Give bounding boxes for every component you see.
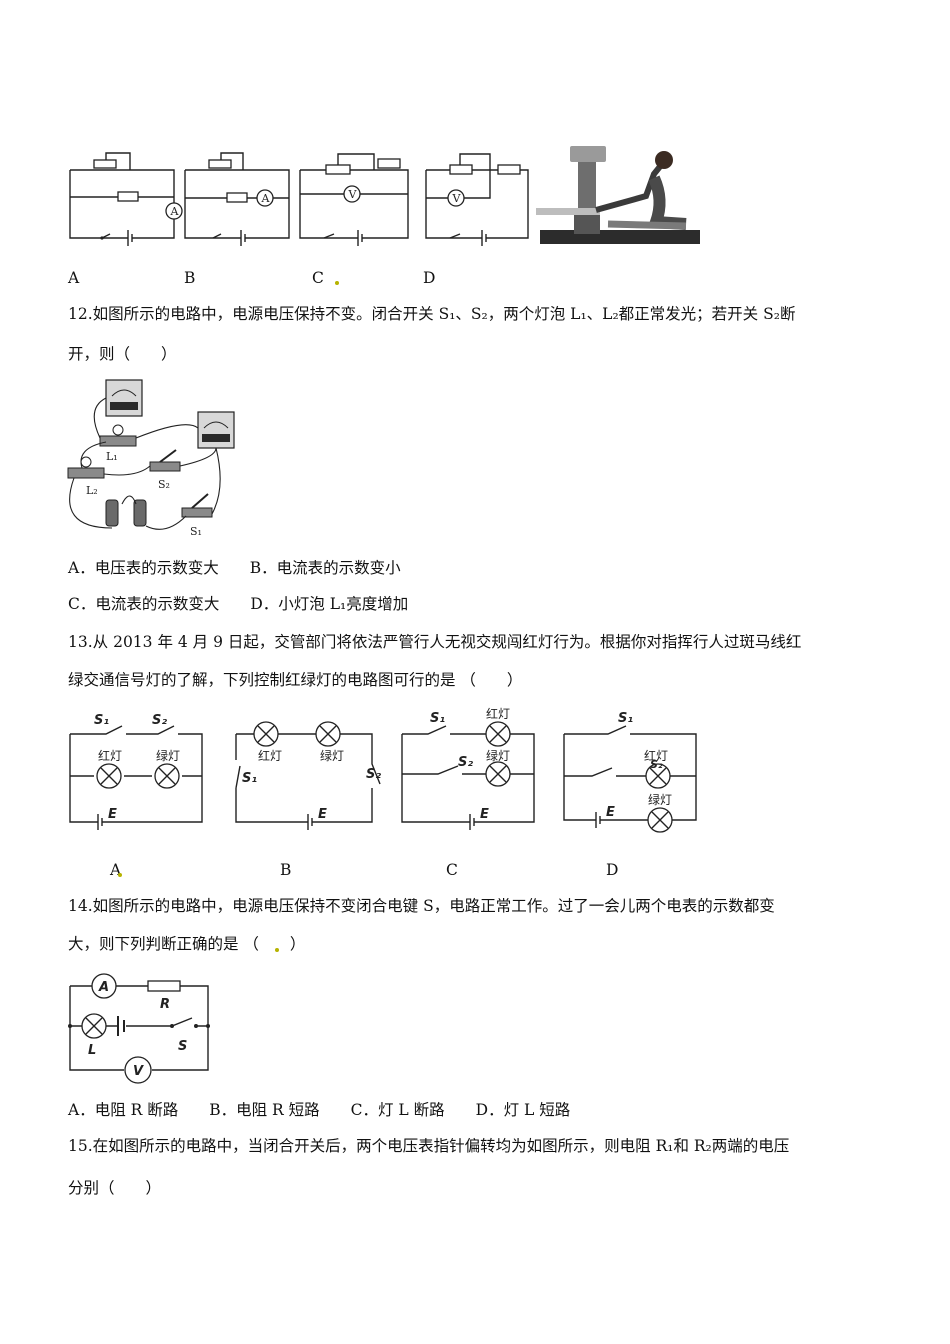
- svg-text:E: E: [606, 805, 615, 820]
- svg-text:S: S: [178, 1039, 187, 1054]
- q12-choices-row2[interactable]: C．电流表的示数变大 D．小灯泡 L₁亮度增加: [68, 595, 409, 613]
- svg-text:S₁: S₁: [94, 713, 109, 728]
- svg-text:R: R: [160, 997, 170, 1012]
- svg-text:A: A: [261, 192, 271, 205]
- svg-text:S₁: S₁: [190, 525, 202, 538]
- q13-option-c[interactable]: C: [446, 861, 458, 879]
- svg-text:红灯: 红灯: [258, 748, 282, 763]
- exercise-photo: [536, 144, 700, 250]
- svg-text:S₂: S₂: [152, 713, 167, 728]
- q11-circuit-a: A: [69, 152, 183, 246]
- q13-circuit-c: S₁ S₂ 红灯 绿灯 E: [401, 706, 535, 830]
- q12-stem-line1: 12.如图所示的电路中，电源电压保持不变。闭合开关 S₁、S₂，两个灯泡 L₁、…: [68, 305, 796, 323]
- svg-text:S₁: S₁: [618, 711, 633, 726]
- q11-option-b[interactable]: B: [184, 269, 196, 287]
- q13-circuit-d: S₁ S₂ 红灯 绿灯 E: [563, 711, 697, 833]
- ammeter-label: A: [170, 205, 180, 218]
- q13-circuit-b: 红灯 绿灯 S₁ S₂ E: [235, 721, 381, 830]
- svg-text:绿灯: 绿灯: [320, 748, 344, 763]
- svg-text:E: E: [108, 807, 117, 822]
- q11-option-c[interactable]: C: [312, 269, 324, 287]
- q14-choices[interactable]: A．电阻 R 断路 B．电阻 R 短路 C．灯 L 断路 D．灯 L 短路: [68, 1101, 571, 1119]
- stray-mark: [275, 948, 279, 952]
- svg-text:V: V: [348, 188, 358, 201]
- svg-text:S₁: S₁: [430, 711, 445, 726]
- q13-stem-line2: 绿交通信号灯的了解，下列控制红绿灯的电路图可行的是 （ ）: [68, 671, 523, 689]
- q12-stem-line2: 开，则（ ）: [68, 345, 177, 363]
- svg-text:红灯: 红灯: [486, 706, 510, 721]
- q11-option-d[interactable]: D: [423, 269, 436, 287]
- q14-circuit: A R L S V: [68, 973, 210, 1084]
- q15-stem-line1: 15.在如图所示的电路中，当闭合开关后，两个电压表指针偏转均为如图所示，则电阻 …: [68, 1137, 790, 1155]
- svg-text:S₂: S₂: [158, 478, 170, 491]
- svg-text:E: E: [480, 807, 489, 822]
- svg-text:绿灯: 绿灯: [486, 748, 510, 763]
- q11-circuit-c: V: [299, 153, 409, 246]
- q13-option-a[interactable]: A: [110, 861, 122, 879]
- svg-text:S₁: S₁: [242, 771, 257, 786]
- q12-choices-row1[interactable]: A．电压表的示数变大 B．电流表的示数变小: [68, 559, 401, 577]
- svg-text:S₂: S₂: [458, 755, 473, 770]
- svg-text:E: E: [318, 807, 327, 822]
- q11-circuit-b: A: [184, 152, 290, 246]
- svg-text:L₁: L₁: [106, 450, 118, 463]
- q13-option-d[interactable]: D: [606, 861, 619, 879]
- svg-text:L: L: [88, 1043, 96, 1058]
- svg-text:红灯: 红灯: [644, 748, 668, 763]
- svg-text:S₂: S₂: [366, 767, 381, 782]
- svg-text:A: A: [98, 980, 109, 995]
- svg-text:红灯: 红灯: [98, 748, 122, 763]
- q11-circuit-d: V: [425, 153, 529, 246]
- q12-circuit-photo: L₁ L₂ S₂ S₁: [67, 379, 235, 538]
- q13-option-b[interactable]: B: [280, 861, 292, 879]
- svg-text:绿灯: 绿灯: [156, 748, 180, 763]
- q13-circuit-a: S₁ S₂ 红灯 绿灯 E: [69, 713, 203, 830]
- svg-text:S₂: S₂: [650, 758, 663, 771]
- q15-stem-line2: 分别（ ）: [68, 1179, 162, 1197]
- q13-stem-line1: 13.从 2013 年 4 月 9 日起，交管部门将依法严管行人无视交规闯红灯行…: [68, 633, 802, 651]
- stray-mark: [335, 281, 339, 285]
- svg-text:绿灯: 绿灯: [648, 792, 672, 807]
- q14-stem-line2: 大，则下列判断正确的是 （ ）: [68, 935, 306, 953]
- svg-text:L₂: L₂: [86, 484, 98, 497]
- q14-stem-line1: 14.如图所示的电路中，电源电压保持不变闭合电键 S，电路正常工作。过了一会儿两…: [68, 897, 775, 915]
- stray-mark: [118, 873, 122, 877]
- svg-text:V: V: [452, 192, 462, 205]
- q11-option-a[interactable]: A: [68, 269, 80, 287]
- svg-text:V: V: [133, 1064, 144, 1079]
